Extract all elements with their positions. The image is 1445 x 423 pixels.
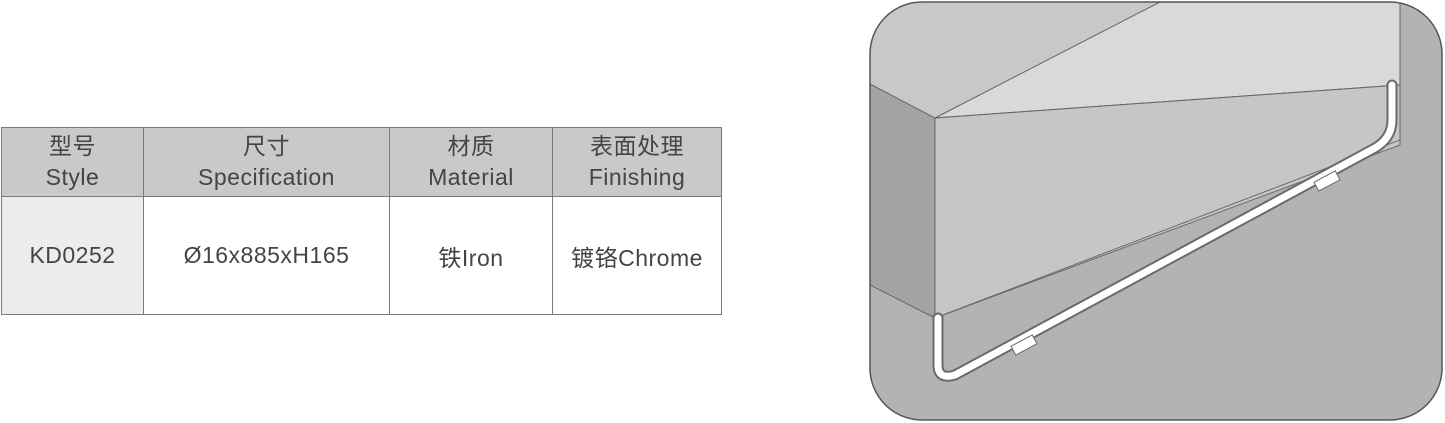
spec-table: 型号 Style 尺寸 Specification 材质 Material 表面…: [1, 127, 722, 315]
frame-border: [869, 1, 1443, 421]
data-row: KD0252 Ø16x885xH165 铁Iron 镀铬Chrome: [1, 196, 722, 315]
towel-bar-highlight: [934, 81, 1396, 380]
cell-finishing: 镀铬Chrome: [552, 196, 722, 315]
header-finishing-zh: 表面处理: [590, 133, 684, 159]
header-finishing-en: Finishing: [588, 164, 686, 190]
block-front-face: [934, 84, 1401, 319]
header-specification-en: Specification: [198, 164, 335, 190]
bar-clip-left: [1010, 334, 1038, 356]
header-style-zh: 型号: [49, 133, 96, 159]
wall-top: [870, 2, 1160, 118]
header-finishing: 表面处理 Finishing: [552, 127, 722, 197]
cell-style: KD0252: [1, 196, 144, 315]
header-row: 型号 Style 尺寸 Specification 材质 Material 表面…: [1, 127, 722, 197]
product-illustration: [869, 1, 1443, 421]
block-side: [870, 83, 936, 319]
header-material: 材质 Material: [389, 127, 553, 197]
header-style: 型号 Style: [1, 127, 144, 197]
cell-specification: Ø16x885xH165: [143, 196, 390, 315]
header-specification-zh: 尺寸: [243, 133, 290, 159]
header-style-en: Style: [45, 164, 100, 190]
bar-clip-right: [1313, 170, 1341, 192]
header-specification: 尺寸 Specification: [143, 127, 390, 197]
header-material-en: Material: [428, 164, 514, 190]
cell-material: 铁Iron: [389, 196, 553, 315]
header-material-zh: 材质: [447, 133, 495, 159]
